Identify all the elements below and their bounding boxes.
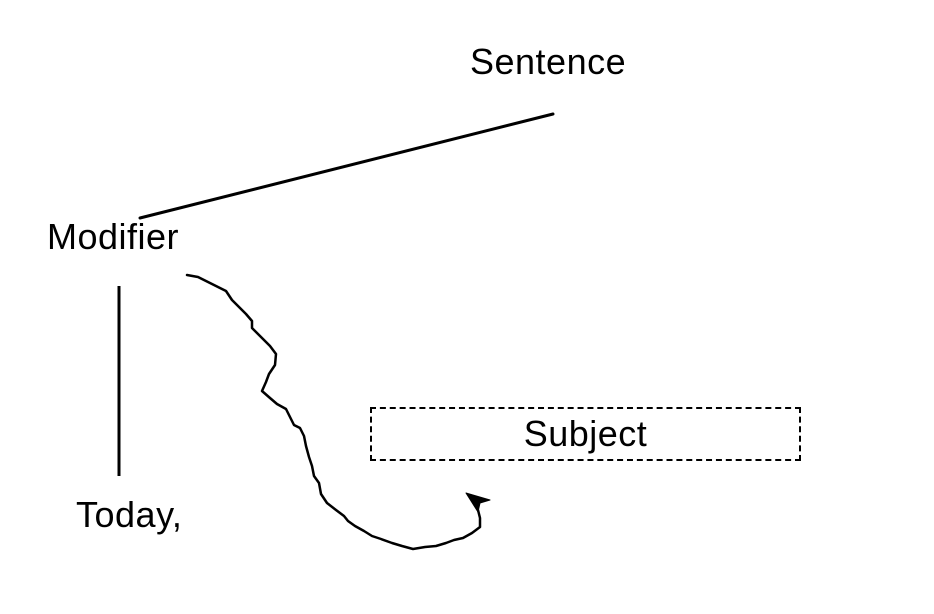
subject-dashed-box: Subject [370, 407, 801, 461]
movement-arrow-head [465, 492, 491, 513]
node-sentence: Sentence [470, 41, 627, 82]
node-today: Today, [76, 494, 183, 535]
branch-sentence-modifier [138, 112, 555, 220]
node-subject: Subject [523, 413, 648, 454]
node-modifier: Modifier [47, 216, 180, 257]
movement-arrow-curve [185, 273, 482, 551]
